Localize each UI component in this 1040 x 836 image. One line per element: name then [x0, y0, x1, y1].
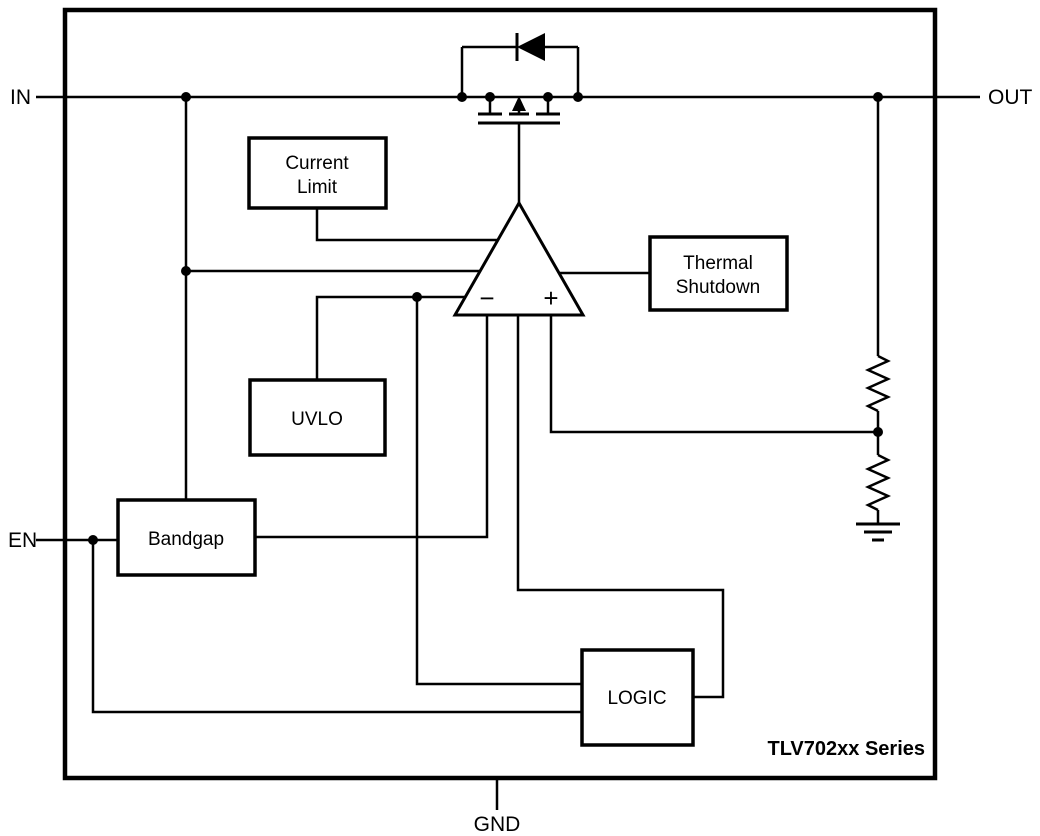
uvlo-output-wire — [315, 295, 465, 380]
pin-label-gnd: GND — [474, 813, 521, 836]
logic-box — [580, 648, 695, 747]
thermal-shutdown-block: Thermal Shutdown — [648, 235, 789, 312]
ground-symbol-icon — [856, 522, 900, 542]
resistor-bottom — [864, 453, 892, 512]
logic-block: LOGIC — [580, 648, 695, 747]
feedback-divider — [856, 97, 900, 542]
amp-inverting-sign: − — [479, 283, 494, 313]
junction-dot — [573, 92, 583, 102]
ic-boundary-box — [62, 7, 938, 781]
fet-body-arrow-icon — [512, 96, 526, 111]
bandgap-reference-wire — [255, 315, 489, 539]
en-to-logic-wire — [91, 540, 582, 714]
bandgap-block: Bandgap — [116, 498, 257, 577]
uvlo-label: UVLO — [291, 409, 343, 430]
pass-fet — [478, 96, 560, 203]
series-title: TLV702xx Series — [767, 738, 925, 760]
junction-dot — [181, 92, 191, 102]
junction-dot — [873, 92, 883, 102]
thermal-shutdown-box — [648, 235, 789, 312]
current-limit-output-wire — [315, 208, 498, 242]
uvlo-to-logic-wire — [415, 297, 582, 686]
junction-dot — [457, 92, 467, 102]
error-amplifier — [452, 199, 586, 317]
thermal-shutdown-label-line2: Shutdown — [676, 277, 761, 298]
current-limit-box — [247, 136, 388, 210]
junction-dot — [412, 292, 422, 302]
body-diode — [460, 33, 580, 97]
current-limit-label-line1: Current — [285, 153, 349, 174]
bandgap-box — [116, 498, 257, 577]
junction-dot — [88, 535, 98, 545]
amp-noninverting-sign: + — [543, 283, 558, 313]
diode-anode-triangle — [517, 33, 545, 61]
feedback-wire — [549, 315, 878, 434]
pin-label-out: OUT — [988, 86, 1033, 109]
junction-dot — [485, 92, 495, 102]
resistor-top — [864, 354, 892, 413]
current-limit-label-line2: Limit — [297, 177, 338, 198]
current-limit-block: Current Limit — [247, 136, 388, 210]
logic-label: LOGIC — [607, 688, 666, 709]
pin-label-in: IN — [10, 86, 31, 109]
junction-dot — [543, 92, 553, 102]
thermal-shutdown-label-line1: Thermal — [683, 253, 753, 274]
uvlo-block: UVLO — [248, 378, 387, 457]
amp-logic-wire — [516, 315, 725, 699]
pin-label-en: EN — [8, 529, 37, 552]
uvlo-box — [248, 378, 387, 457]
junction-dot — [181, 266, 191, 276]
bandgap-label: Bandgap — [148, 529, 224, 550]
junction-dot — [873, 427, 883, 437]
